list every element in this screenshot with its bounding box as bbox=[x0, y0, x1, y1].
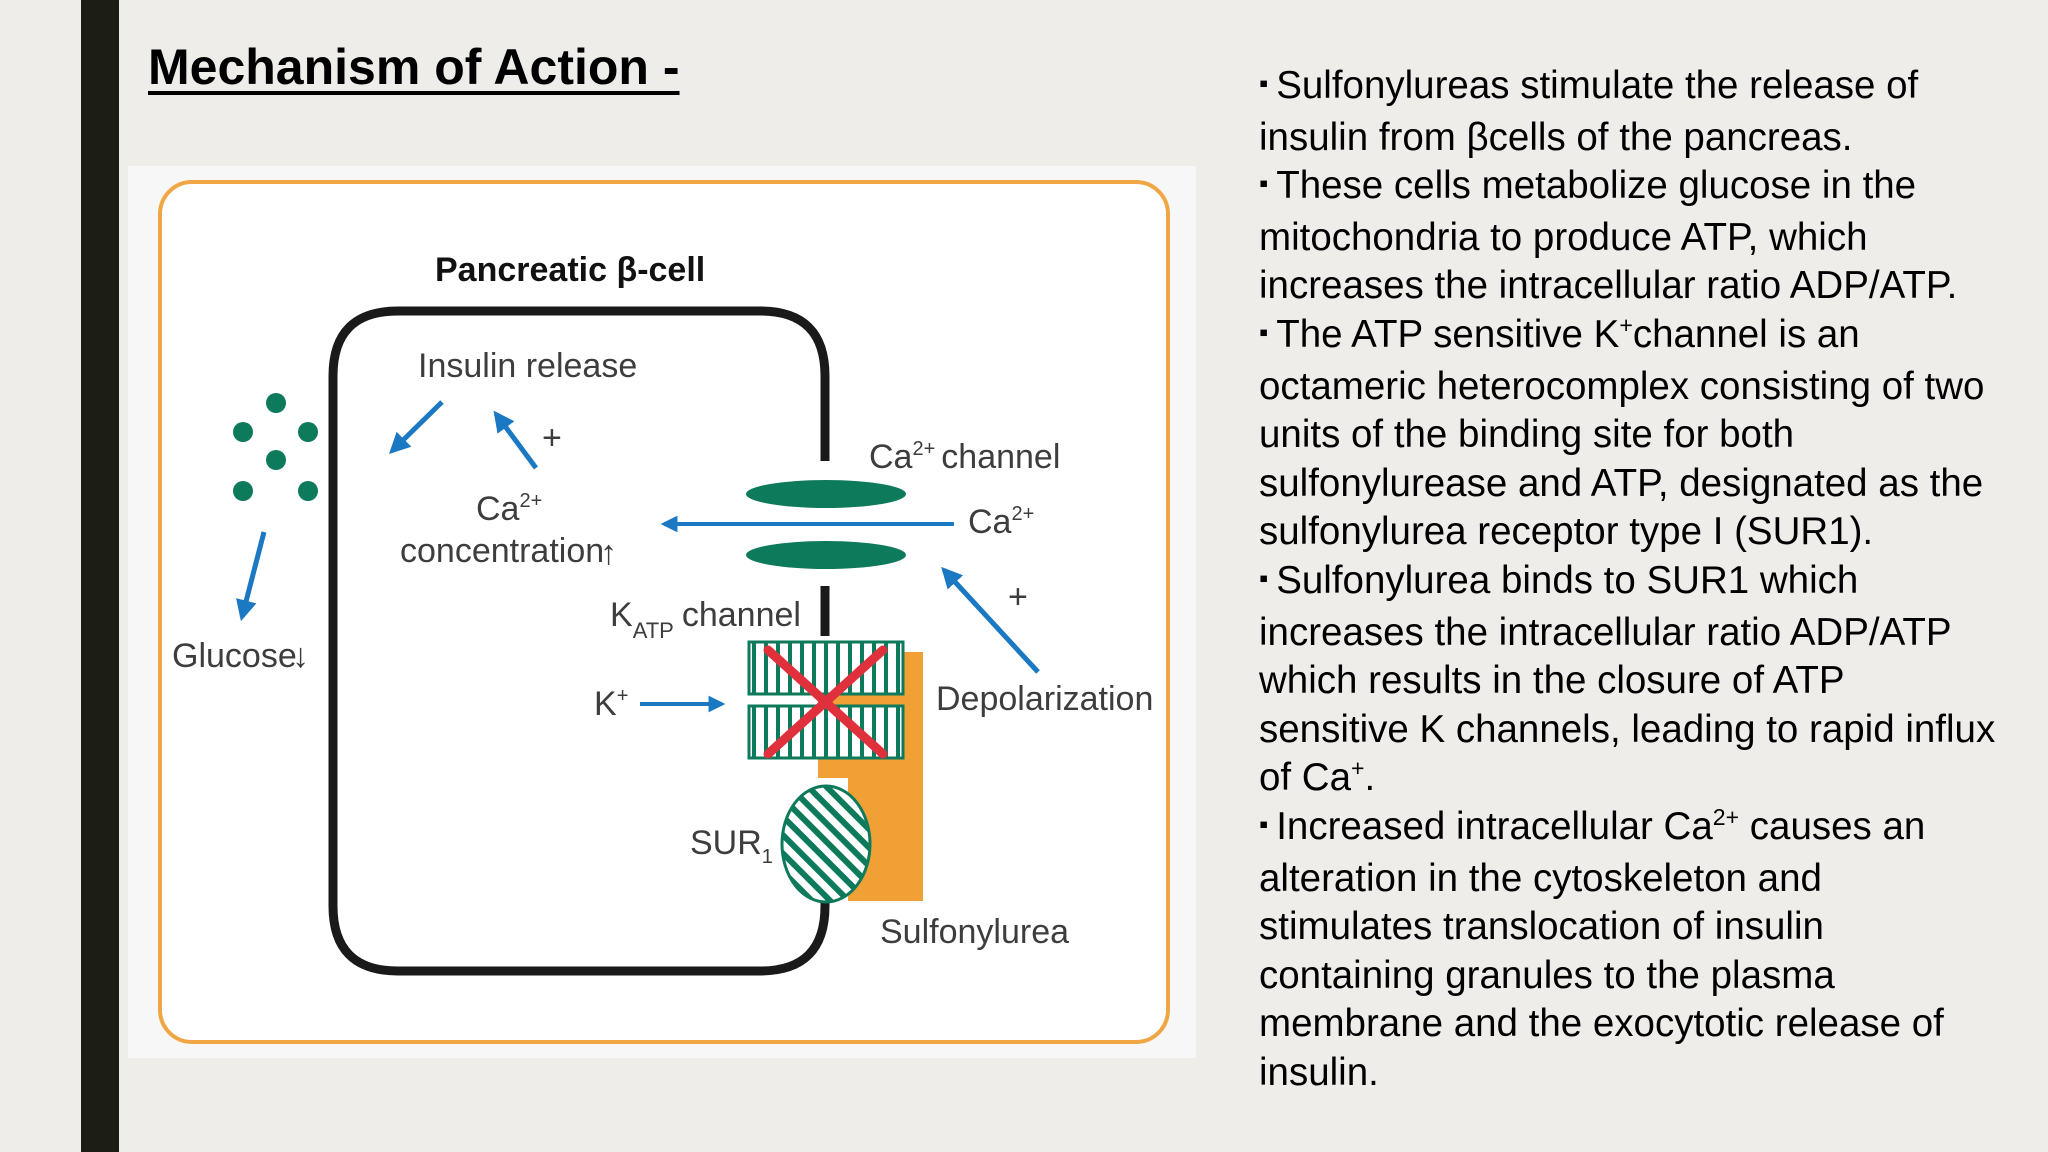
exocytosis-arrow bbox=[389, 400, 444, 454]
cell-title: Pancreatic β-cell bbox=[435, 251, 705, 289]
bullet-text: Increased intracellular Ca bbox=[1276, 804, 1713, 848]
bullet-text: These cells metabolize glucose in the mi… bbox=[1259, 164, 1958, 308]
insulin-release-label: Insulin release bbox=[418, 347, 637, 385]
bullet-item: ▪These cells metabolize glucose in the m… bbox=[1259, 162, 2004, 311]
channel-blocked-cross bbox=[763, 645, 888, 759]
depolarization-label: Depolarization bbox=[936, 680, 1153, 718]
bullet-marker: ▪ bbox=[1259, 68, 1269, 98]
bullet-marker: ▪ bbox=[1259, 808, 1269, 839]
bullet-marker: ▪ bbox=[1259, 562, 1269, 593]
sur1-label: SUR1 bbox=[690, 824, 773, 868]
bullet-item: ▪Sulfonylurea binds to SUR1 which increa… bbox=[1259, 557, 2004, 803]
bullet-item: ▪Increased intracellular Ca2+ causes an … bbox=[1259, 803, 2004, 1098]
bullet-item: ▪Sulfonylureas stimulate the release of … bbox=[1259, 62, 2004, 162]
bullet-text: Sulfonylurea binds to SUR1 which increas… bbox=[1259, 558, 1996, 800]
slide-title: Mechanism of Action - bbox=[148, 39, 680, 95]
glucose-down-arrow: ↓ bbox=[292, 637, 309, 675]
bullet-text-cont: causes an alteration in the cytoskeleton… bbox=[1259, 804, 1944, 1094]
insulin-stimulus-arrow bbox=[493, 410, 539, 470]
superscript: 2+ bbox=[1712, 804, 1740, 831]
cell-membrane bbox=[328, 306, 830, 976]
depolarization-plus-sign: + bbox=[1008, 578, 1028, 616]
concentration-up-arrow: ↑ bbox=[600, 534, 617, 572]
side-accent-bar bbox=[81, 0, 119, 1152]
bullet-list: ▪Sulfonylureas stimulate the release of … bbox=[1259, 62, 2004, 1097]
bullet-text-cont: channel is an octameric heterocomplex co… bbox=[1259, 312, 1985, 554]
ca-channel-label: Ca2+channel bbox=[869, 438, 1060, 476]
ca-concentration-label: concentration bbox=[400, 532, 604, 570]
bullet-text: The ATP sensitive K bbox=[1276, 312, 1620, 356]
glucose-label: Glucose bbox=[172, 637, 297, 675]
ca-concentration-ca: Ca2+ bbox=[476, 490, 542, 528]
bullet-item: ▪The ATP sensitive K+channel is an octam… bbox=[1259, 311, 2004, 557]
bullet-marker: ▪ bbox=[1259, 316, 1269, 347]
bullet-marker: ▪ bbox=[1259, 168, 1269, 199]
sur1-receptor bbox=[780, 784, 872, 904]
ca-channel-upper bbox=[746, 480, 906, 508]
depolarization-arrow bbox=[941, 566, 1040, 674]
k-ion-label: K+ bbox=[594, 685, 628, 723]
bullet-text-cont: . bbox=[1364, 756, 1376, 800]
superscript: + bbox=[1619, 312, 1633, 339]
beta-cell-diagram: Pancreatic β-cell Insulin release + Ca2+… bbox=[128, 166, 1196, 1058]
superscript: + bbox=[1351, 755, 1365, 782]
bullet-text: Sulfonylureas stimulate the release of i… bbox=[1259, 64, 1919, 159]
ca-influx-label: Ca2+ bbox=[968, 503, 1034, 541]
insulin-plus-sign: + bbox=[542, 419, 562, 457]
insulin-granules bbox=[233, 393, 318, 501]
sulfonylurea-label: Sulfonylurea bbox=[880, 913, 1069, 951]
glucose-arrow bbox=[236, 531, 267, 622]
ca-channel-lower bbox=[746, 541, 906, 569]
